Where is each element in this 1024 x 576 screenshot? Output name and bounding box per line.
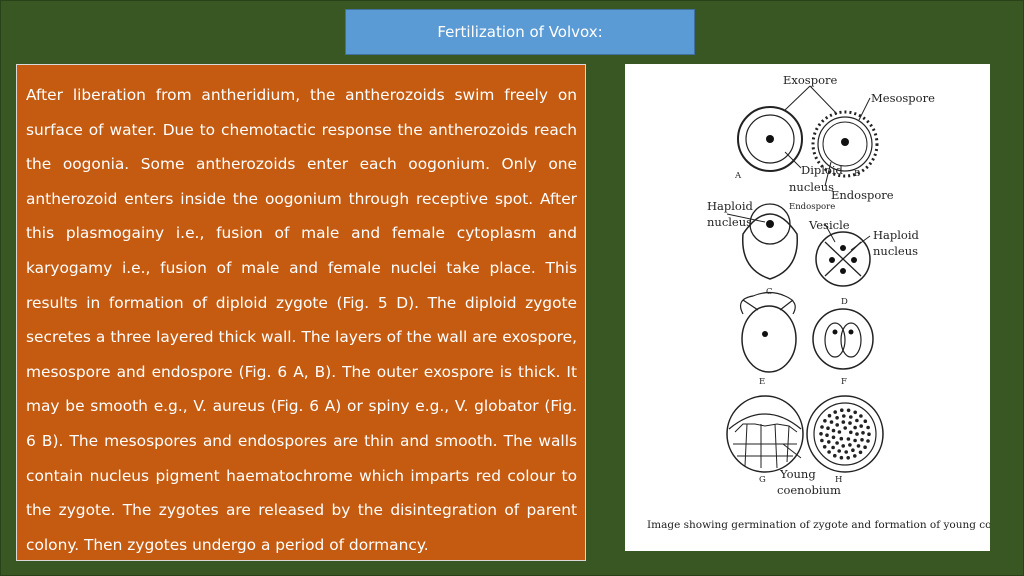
label-haploid-nucleus-left: nucleus xyxy=(707,215,752,229)
coenobium-cell-dot xyxy=(858,450,863,455)
coenobium-cell-dot xyxy=(820,438,824,443)
zygote-b-drawing xyxy=(811,110,879,178)
coenobium-cell-dot xyxy=(842,414,846,418)
coenobium-cell-dot xyxy=(853,410,857,415)
coenobium-cell-dot xyxy=(855,432,859,436)
coenobium-cell-dot xyxy=(819,432,823,436)
coenobium-cell-dot xyxy=(833,410,837,414)
coenobium-cell-dot xyxy=(848,443,852,447)
coenobium-cell-dot xyxy=(843,426,847,430)
zygote-g-drawing xyxy=(726,395,804,473)
label-exospore: Exospore xyxy=(783,73,837,87)
coenobium-cell-dot xyxy=(829,420,834,424)
coenobium-cell-dot xyxy=(839,455,844,460)
zygote-e-drawing xyxy=(741,299,797,373)
coenobium-cell-dot xyxy=(863,445,867,450)
coenobium-cell-dot xyxy=(846,408,851,413)
coenobium-cell-dot xyxy=(861,431,865,435)
label-endospore-small: Endospore xyxy=(789,202,835,212)
panel-letter-b: B xyxy=(854,169,860,179)
coenobium-cell-dot xyxy=(855,418,859,423)
zygote-germination-figure: Exospore Mesospore Diploid nucleus Endos… xyxy=(625,64,990,551)
slide-title: Fertilization of Volvox: xyxy=(345,9,695,55)
coenobium-cell-dot xyxy=(863,419,868,424)
coenobium-cell-dot xyxy=(835,423,839,427)
coenobium-cell-dot xyxy=(853,438,857,443)
panel-letter-d: D xyxy=(841,297,848,307)
body-paragraph: After liberation from antheridium, the a… xyxy=(26,86,577,554)
pointer-lines-top xyxy=(784,85,871,187)
label-coenobium: coenobium xyxy=(777,483,841,497)
coenobium-cell-dot xyxy=(839,436,844,441)
coenobium-cell-dot xyxy=(851,448,855,453)
coenobium-cell-dot xyxy=(853,425,857,430)
coenobium-cell-dot xyxy=(835,441,839,445)
coenobium-cell-dot xyxy=(827,440,831,444)
label-haploid-nucleus-right: nucleus xyxy=(873,244,918,258)
coenobium-cell-dot xyxy=(841,444,845,448)
panel-letter-e: E xyxy=(759,377,765,387)
coenobium-cell-dot xyxy=(866,439,870,443)
coenobium-cell-dot xyxy=(859,414,863,418)
label-endospore: Endospore xyxy=(831,188,894,202)
coenobium-cell-dot xyxy=(823,419,827,423)
label-vesicle: Vesicle xyxy=(808,218,850,232)
coenobium-cell-dot xyxy=(831,435,836,440)
coenobium-cell-dot xyxy=(825,433,829,438)
slide-title-text: Fertilization of Volvox: xyxy=(437,23,603,41)
coenobium-cell-dot xyxy=(826,426,830,431)
figure-drawing xyxy=(726,85,884,473)
coenobium-cell-dot xyxy=(849,415,853,419)
coenobium-cell-dot xyxy=(841,420,846,424)
coenobium-cell-dot xyxy=(831,428,836,433)
panel-letter-c: C xyxy=(766,287,773,297)
coenobium-cell-dot xyxy=(831,445,835,450)
coenobium-cell-dot xyxy=(835,416,839,420)
zygote-a-drawing xyxy=(737,106,803,172)
coenobium-cell-dot xyxy=(867,432,871,437)
label-haploid-right: Haploid xyxy=(873,228,920,242)
coenobium-cell-dot xyxy=(846,456,850,460)
panel-letter-g: G xyxy=(759,475,766,485)
figure-labels: Exospore Mesospore Diploid nucleus Endos… xyxy=(647,73,990,531)
panel-letter-f: F xyxy=(841,377,847,387)
coenobium-cell-dot xyxy=(822,445,827,449)
panel-letter-h: H xyxy=(835,475,842,485)
coenobium-cell-dot xyxy=(849,430,853,435)
label-diploid-nucleus: nucleus xyxy=(789,180,834,194)
coenobium-cell-dot xyxy=(820,425,824,429)
zygote-h-drawing xyxy=(806,395,884,473)
label-mesospore: Mesospore xyxy=(871,91,935,105)
body-text-box: After liberation from antheridium, the a… xyxy=(16,64,586,561)
label-diploid: Diploid xyxy=(801,163,844,177)
figure-caption: Image showing germination of zygote and … xyxy=(647,519,990,531)
panel-letter-a: A xyxy=(734,171,742,181)
coenobium-cell-dot xyxy=(846,437,851,441)
coenobium-cell-dot xyxy=(837,449,841,453)
coenobium-cell-dot xyxy=(837,430,842,434)
coenobium-cell-dot xyxy=(844,450,848,454)
coenobium-cell-dot xyxy=(827,450,831,454)
zygote-f-drawing xyxy=(812,308,874,370)
coenobium-cell-dot xyxy=(859,424,863,428)
coenobium-cell-dot xyxy=(853,454,857,458)
coenobium-cell-dot xyxy=(827,413,832,418)
coenobium-cell-dot xyxy=(848,421,852,425)
label-young: Young xyxy=(779,467,816,481)
zygote-d-drawing xyxy=(815,223,871,287)
coenobium-cell-dot xyxy=(866,425,870,430)
coenobium-cell-dot xyxy=(860,438,864,442)
coenobium-cell-dot xyxy=(840,408,844,413)
coenobium-cell-dot xyxy=(833,453,837,458)
zygote-c-drawing xyxy=(726,203,798,315)
label-haploid-left: Haploid xyxy=(707,199,754,213)
coenobium-cell-dot xyxy=(856,444,861,448)
